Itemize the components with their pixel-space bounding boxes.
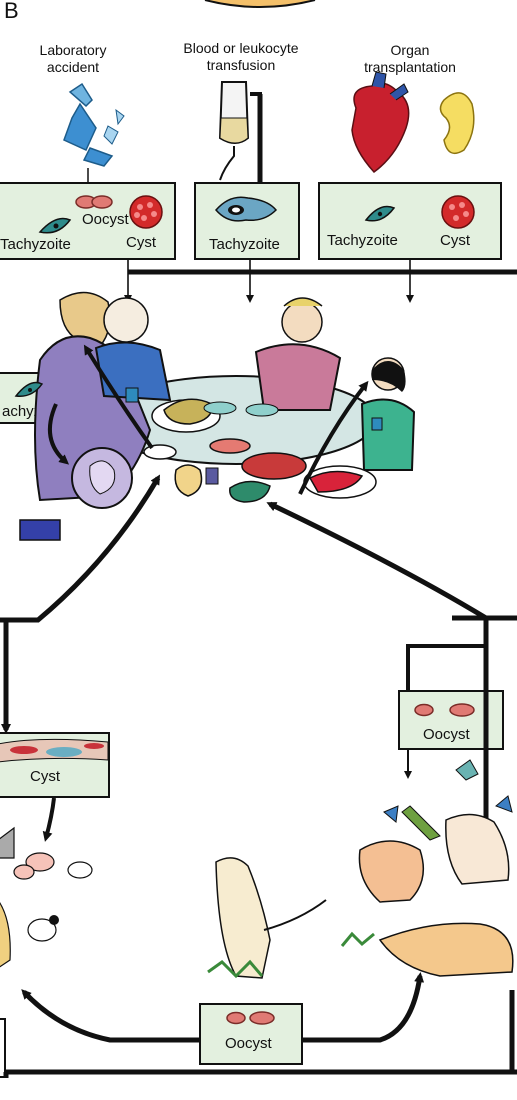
source-laboratory-label: Laboratory accident [18, 42, 128, 76]
source-organ-label: Organ transplantation [350, 42, 470, 76]
heart-icon [351, 71, 410, 174]
label-cyst-organ: Cyst [440, 232, 470, 249]
arrow-cyst-to-animals [42, 797, 56, 842]
label-cyst-tissue: Cyst [30, 768, 60, 785]
label-oocyst-bottom: Oocyst [225, 1035, 272, 1052]
source-laboratory-line1: Laboratory [39, 42, 107, 58]
source-organ-line2: transplantation [364, 59, 456, 75]
source-transfusion-line1: Blood or leukocyte [183, 40, 299, 56]
kidney-icon [439, 92, 475, 155]
label-oocyst-lab: Oocyst [82, 211, 129, 228]
tachyzoite-icon [38, 217, 72, 234]
iv-bag-icon [218, 81, 263, 182]
fridge-edge [0, 1018, 6, 1078]
arrow-food-to-girl [298, 380, 369, 495]
box-laboratory-stages [0, 182, 176, 260]
oocyst-right-icon [414, 703, 475, 717]
broken-flask-icon [63, 82, 125, 167]
farm-animals [0, 826, 93, 968]
cats-group [207, 813, 514, 979]
label-tachyzoite-organ: Tachyzoite [327, 232, 398, 249]
source-laboratory-line2: accident [46, 59, 100, 75]
label-oocyst-right: Oocyst [423, 726, 470, 743]
tachyzoite-organ-icon [364, 205, 396, 222]
oocyst-icon [75, 195, 113, 209]
oocyst-bottom-icon [226, 1011, 275, 1025]
label-cyst-lab: Cyst [126, 234, 156, 251]
insects-icon [383, 759, 513, 841]
connector-right-bracket [406, 644, 486, 690]
label-tachyzoite-transfusion: Tachyzoite [209, 236, 280, 253]
arrow-food-to-mother [83, 344, 154, 450]
leukocyte-tachyzoite-icon [215, 196, 278, 222]
source-organ-line1: Organ [390, 42, 430, 58]
top-stub [204, 0, 316, 8]
label-tachyzoite-lab: Tachyzoite [0, 236, 71, 253]
arrow-oocyst-to-farm [21, 989, 199, 1043]
box-oocyst-bottom [199, 1003, 303, 1065]
source-transfusion-line2: transfusion [206, 57, 276, 73]
dining-scene [19, 291, 416, 541]
arrow-meat-to-table [0, 474, 161, 623]
muscle-tissue-icon [0, 738, 109, 763]
panel-letter: B [4, 0, 19, 23]
arrow-oocyst-to-cats [303, 972, 425, 1043]
arrow-oocyst-to-vegetables [266, 501, 488, 621]
arrow-mother-to-fetus [48, 403, 70, 465]
source-transfusion-label: Blood or leukocyte transfusion [166, 40, 316, 74]
box-transfusion-stages [194, 182, 300, 260]
cyst-icon [129, 195, 163, 229]
cyst-organ-icon [441, 195, 475, 229]
tachyzoite-mother-icon [14, 381, 44, 397]
